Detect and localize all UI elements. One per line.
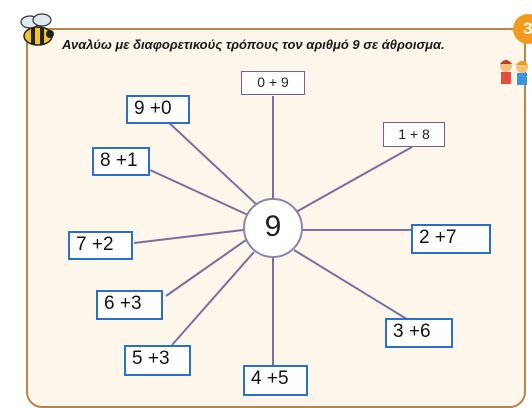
page-number-badge: 3 bbox=[513, 14, 532, 44]
answer-box: 9 +0 bbox=[126, 95, 190, 124]
answer-box: 7 +2 bbox=[68, 231, 133, 260]
answer-box: 4 +5 bbox=[243, 365, 308, 396]
spokes bbox=[133, 96, 413, 370]
spoke-line bbox=[293, 249, 411, 322]
spoke-line bbox=[295, 146, 413, 213]
center-number: 9 bbox=[243, 198, 303, 258]
answer-box: 3 +6 bbox=[385, 318, 453, 348]
spoke-line bbox=[149, 169, 249, 216]
printed-sum-box: 1 + 8 bbox=[383, 122, 445, 147]
bee-icon bbox=[20, 13, 54, 46]
spoke-line bbox=[165, 239, 247, 297]
answer-box: 6 +3 bbox=[96, 290, 163, 320]
answer-box: 2 +7 bbox=[411, 224, 491, 254]
instruction-text: Αναλύω με διαφορετικούς τρόπους τον αριθ… bbox=[62, 37, 445, 52]
printed-sum-box: 0 + 9 bbox=[241, 71, 305, 95]
answer-box: 5 +3 bbox=[124, 345, 191, 376]
answer-box: 8 +1 bbox=[92, 147, 150, 176]
spoke-line bbox=[165, 119, 257, 205]
spoke-line bbox=[171, 251, 255, 346]
worksheet: Αναλύω με διαφορετικούς τρόπους τον αριθ… bbox=[20, 13, 532, 408]
spoke-line bbox=[133, 229, 244, 244]
children-icon bbox=[500, 60, 528, 85]
